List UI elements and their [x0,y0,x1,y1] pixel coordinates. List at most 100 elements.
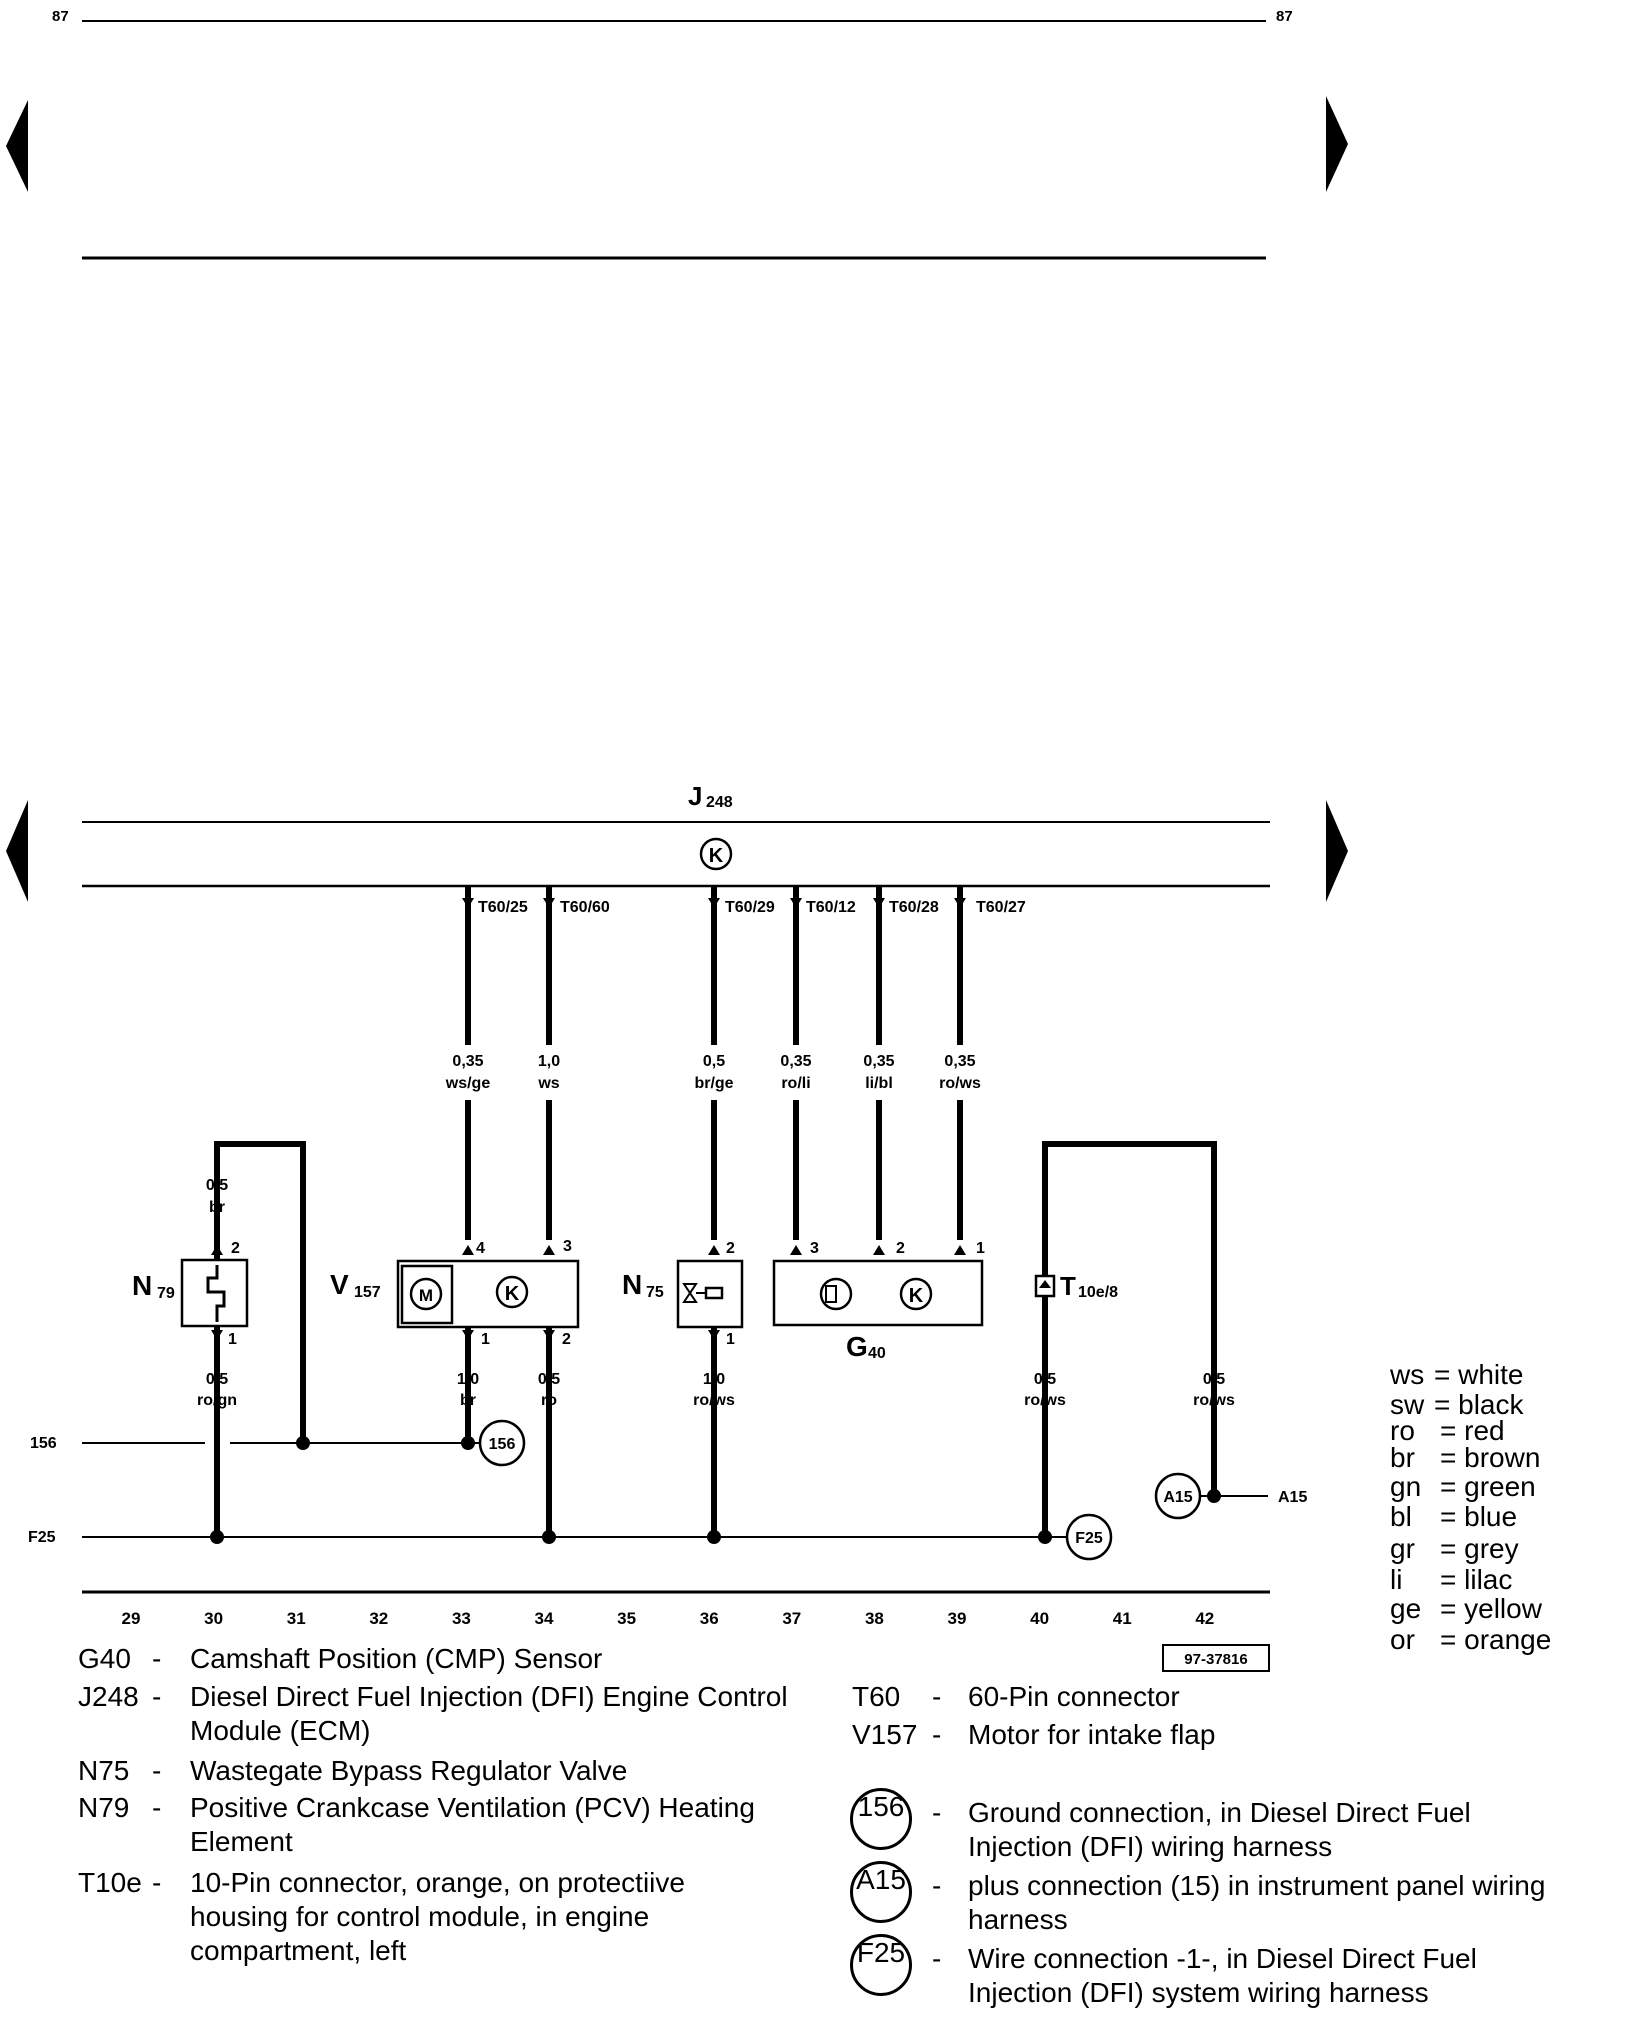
wire-gauge: 1,0 [457,1371,479,1388]
junction-dot [1207,1489,1221,1503]
pin-arrow-icon [462,1330,474,1340]
n75-pin-top: 2 [726,1240,735,1257]
track-number: 34 [535,1609,554,1628]
junction-dot [296,1436,310,1450]
ground-156-label: 156 [489,1436,516,1453]
n79-pin-top: 2 [231,1240,240,1257]
wire-color: ro/ws [1193,1392,1235,1409]
n75-box [676,1259,744,1329]
plus-a15-legend-icon: A15 [850,1861,912,1923]
hall-sender-icon [819,1277,853,1311]
connection-f25-icon [1065,1513,1113,1561]
pin-label-t60-27: T60/27 [976,899,1026,916]
junction-dot [707,1530,721,1544]
pin-label-t60-29: T60/29 [725,899,775,916]
v157-motor-frame [400,1264,454,1325]
pin-arrow-icon [954,1245,966,1255]
pin-arrow-icon [790,1245,802,1255]
t10e-label-main: T [1060,1271,1076,1301]
next-page-arrow-icon[interactable] [1326,96,1348,192]
wire-gauge: 0,5 [1034,1371,1056,1388]
wire-gauge: 0,5 [206,1177,228,1194]
previous-section-arrow-icon[interactable] [6,800,28,902]
wire-color: ws [537,1075,559,1092]
diagnosis-k-icon [699,837,733,871]
figure-id: 97-37816 [1184,1651,1247,1668]
valve-icon [682,1283,698,1303]
j248-k-symbol: K [709,845,724,867]
track-number: 33 [452,1609,471,1628]
pin-arrow-icon [543,1330,555,1340]
wire-color: li/bl [865,1075,893,1092]
track-number: 32 [369,1609,388,1628]
junction-dot [542,1530,556,1544]
connection-f25-label: F25 [1075,1530,1103,1547]
v157-label-sub: 157 [354,1284,381,1301]
track-number: 41 [1113,1609,1132,1628]
pin-arrow-icon [873,1245,885,1255]
wire-color: ws/ge [445,1075,491,1092]
connection-f25-legend-icon: F25 [850,1934,912,1996]
g40-pin-2: 2 [896,1240,905,1257]
track-number: 29 [122,1609,141,1628]
motor-icon [409,1277,443,1311]
wire-gauge: 0,5 [538,1371,560,1388]
wire-color: br [460,1392,476,1409]
wire-labels-upper: 0,35 ws/ge 1,0 ws 0,5 br/ge 0,35 ro/li 0… [445,1053,981,1092]
n79-label-sub: 79 [157,1285,175,1302]
line-a15-label: A15 [1278,1489,1307,1506]
figure-id-box [1162,1644,1270,1672]
pin-label-t60-25: T60/25 [478,899,528,916]
track-number: 36 [700,1609,719,1628]
v157-motor-symbol: M [419,1286,433,1305]
track-number: 35 [617,1609,636,1628]
pin-label-t60-12: T60/12 [806,899,856,916]
pin-arrow-icon [708,1245,720,1255]
n79-loop-wire [214,1141,306,1443]
diagnosis-k-icon [899,1277,933,1311]
n79-pin-bottom: 1 [228,1331,237,1348]
v157-pin-3: 3 [563,1238,572,1255]
v157-lower-wires [465,1327,552,1540]
v157-pin-2: 2 [562,1331,571,1348]
wire-gauge: 0,35 [944,1053,975,1070]
g40-pin-3: 3 [810,1240,819,1257]
g40-box [772,1259,984,1327]
n75-label-sub: 75 [646,1284,664,1301]
plus-connection-line-a15: A15 A15 [1154,1472,1307,1520]
g40-label-sub: 40 [868,1345,886,1362]
page-number-right: 87 [1276,8,1293,25]
v157-k-symbol: K [505,1283,520,1305]
track-number: 39 [948,1609,967,1628]
wire-connection-line-f25: F25 F25 [28,1513,1113,1561]
g40-k-symbol: K [909,1285,924,1307]
v157-pin-1: 1 [481,1331,490,1348]
pin-label-t60-60: T60/60 [560,899,610,916]
track-number: 30 [204,1609,223,1628]
wires-from-j248 [465,886,963,1240]
component-g40: K G 40 3 2 1 [772,1240,985,1362]
pin-arrow-icon [708,1330,720,1340]
component-n75: N 75 2 1 [622,1240,744,1348]
previous-page-arrow-icon[interactable] [6,100,28,192]
pin-arrow-icon [462,1245,474,1255]
page-number-left: 87 [52,8,69,25]
ground-156-icon [478,1419,526,1467]
next-section-arrow-icon[interactable] [1326,800,1348,902]
t10e-loop-wire [1042,1141,1217,1540]
wire-gauge: 1,0 [703,1371,725,1388]
line-156-label: 156 [30,1435,57,1452]
v157-label-main: V [330,1269,349,1300]
t60-pin-labels: T60/25 T60/60 T60/29 T60/12 T60/28 T60/2… [478,899,1026,916]
heating-element-icon [206,1265,226,1322]
track-number: 31 [287,1609,306,1628]
wire-gauge: 0,5 [206,1371,228,1388]
wire-gauge: 0,35 [780,1053,811,1070]
v157-box [396,1259,580,1329]
wire-gauge: 0,5 [1203,1371,1225,1388]
j248-label-main: J [688,781,702,811]
pin-arrow-icon [543,1245,555,1255]
t10e-a15-wire [1042,1141,1217,1540]
component-n79: N 79 2 1 [132,1240,249,1348]
